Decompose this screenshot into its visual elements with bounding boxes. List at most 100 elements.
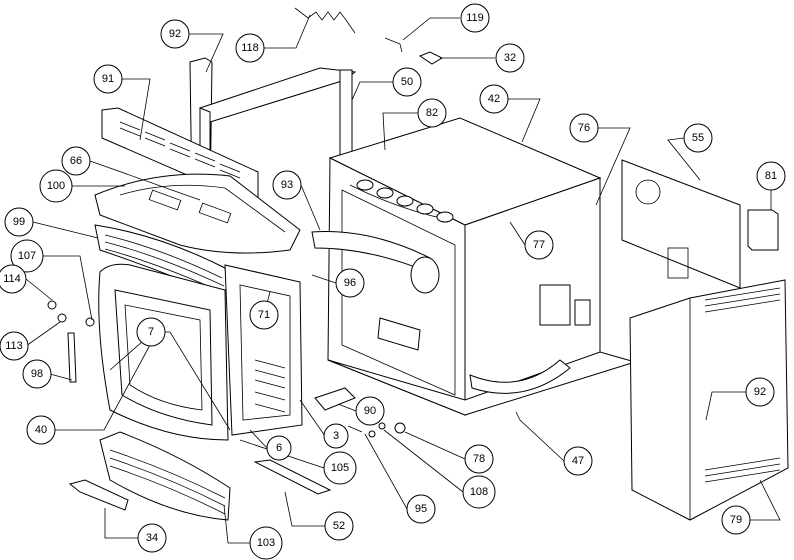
knob-part bbox=[394, 422, 406, 434]
callout-92-top: 92 bbox=[160, 19, 190, 49]
svg-text:6: 6 bbox=[276, 442, 282, 454]
svg-text:76: 76 bbox=[578, 122, 590, 134]
back-panel-cutout bbox=[667, 247, 689, 279]
inner-door-opening bbox=[239, 284, 291, 421]
cover-slot-1 bbox=[148, 189, 182, 211]
callout-92-right: 92 bbox=[745, 377, 775, 407]
callout-107: 107 bbox=[10, 239, 44, 273]
callout-93: 93 bbox=[272, 170, 302, 200]
control-board bbox=[574, 299, 591, 326]
base-bracket bbox=[68, 479, 129, 511]
svg-text:98: 98 bbox=[31, 368, 43, 380]
svg-text:3: 3 bbox=[333, 430, 339, 442]
callout-34: 34 bbox=[137, 523, 167, 553]
callout-100: 100 bbox=[39, 169, 73, 203]
top-rail-frame bbox=[199, 67, 357, 123]
svg-text:91: 91 bbox=[102, 73, 114, 85]
l-key-part bbox=[384, 37, 403, 53]
callout-42: 42 bbox=[479, 84, 509, 114]
callout-40: 40 bbox=[26, 415, 56, 445]
cover-slot-2 bbox=[198, 202, 232, 224]
callout-99: 99 bbox=[4, 207, 34, 237]
svg-text:95: 95 bbox=[415, 503, 427, 515]
lower-grille bbox=[99, 431, 231, 521]
svg-text:52: 52 bbox=[333, 520, 345, 532]
svg-text:32: 32 bbox=[504, 52, 516, 64]
back-panel bbox=[621, 159, 741, 289]
svg-text:66: 66 bbox=[70, 155, 82, 167]
svg-text:50: 50 bbox=[401, 76, 413, 88]
callout-119: 119 bbox=[460, 3, 490, 33]
parts-artwork bbox=[47, 7, 789, 521]
callout-76: 76 bbox=[569, 113, 599, 143]
exhaust-pipe bbox=[469, 359, 571, 394]
callout-78: 78 bbox=[464, 444, 494, 474]
svg-text:103: 103 bbox=[257, 537, 275, 549]
washer-part-2 bbox=[378, 422, 386, 430]
callout-105: 105 bbox=[323, 451, 357, 485]
firebox-grate-lines bbox=[254, 359, 286, 413]
svg-text:55: 55 bbox=[692, 132, 704, 144]
block-part bbox=[418, 51, 444, 65]
svg-text:99: 99 bbox=[13, 216, 25, 228]
nut-part bbox=[368, 430, 376, 438]
svg-text:92: 92 bbox=[754, 386, 766, 398]
small-access-box bbox=[747, 209, 779, 251]
callout-96: 96 bbox=[335, 268, 365, 298]
callout-7: 7 bbox=[136, 317, 166, 347]
svg-text:119: 119 bbox=[466, 12, 484, 24]
svg-text:93: 93 bbox=[281, 179, 293, 191]
callout-3: 3 bbox=[323, 423, 349, 449]
spring-part bbox=[294, 7, 356, 34]
door-handle bbox=[67, 332, 77, 383]
svg-text:40: 40 bbox=[35, 424, 47, 436]
svg-text:118: 118 bbox=[241, 42, 259, 54]
callout-98: 98 bbox=[22, 359, 52, 389]
burn-pot bbox=[377, 317, 421, 351]
latch-part bbox=[85, 317, 95, 327]
washer-part bbox=[57, 313, 67, 323]
svg-text:113: 113 bbox=[5, 340, 23, 352]
callout-66: 66 bbox=[61, 146, 91, 176]
svg-text:100: 100 bbox=[47, 180, 65, 192]
callout-32: 32 bbox=[495, 43, 525, 73]
bolt-part bbox=[347, 425, 363, 433]
svg-text:82: 82 bbox=[426, 107, 438, 119]
louver-slots-91 bbox=[119, 121, 241, 179]
svg-text:108: 108 bbox=[470, 486, 488, 498]
callout-79: 79 bbox=[721, 505, 751, 535]
svg-text:47: 47 bbox=[572, 455, 584, 467]
top-cover-inner bbox=[119, 184, 286, 233]
svg-text:71: 71 bbox=[258, 309, 270, 321]
svg-text:92: 92 bbox=[169, 28, 181, 40]
callout-52: 52 bbox=[324, 511, 354, 541]
trim-strip bbox=[253, 459, 332, 495]
svg-text:77: 77 bbox=[533, 239, 545, 251]
callout-71: 71 bbox=[249, 300, 279, 330]
callout-113: 113 bbox=[0, 331, 29, 361]
callout-82: 82 bbox=[417, 98, 447, 128]
callout-118: 118 bbox=[235, 33, 265, 63]
door-glass bbox=[124, 304, 203, 411]
svg-text:114: 114 bbox=[3, 273, 21, 285]
exchanger-tubes bbox=[356, 179, 454, 223]
grille-bars-103 bbox=[109, 449, 226, 515]
callout-47: 47 bbox=[563, 446, 593, 476]
svg-text:7: 7 bbox=[148, 326, 154, 338]
callout-90: 90 bbox=[355, 396, 385, 426]
leader-lines bbox=[25, 14, 781, 544]
callout-81: 81 bbox=[756, 161, 786, 191]
callout-6: 6 bbox=[266, 435, 292, 461]
svg-text:42: 42 bbox=[488, 93, 500, 105]
callout-108: 108 bbox=[462, 475, 496, 509]
screw-part bbox=[47, 300, 57, 310]
svg-text:107: 107 bbox=[18, 250, 36, 262]
svg-text:96: 96 bbox=[344, 277, 356, 289]
ash-pan bbox=[314, 387, 356, 411]
fan-housing bbox=[410, 256, 440, 294]
side-panel-louvers bbox=[704, 287, 781, 483]
svg-text:79: 79 bbox=[730, 514, 742, 526]
svg-text:78: 78 bbox=[473, 453, 485, 465]
callout-91: 91 bbox=[93, 64, 123, 94]
